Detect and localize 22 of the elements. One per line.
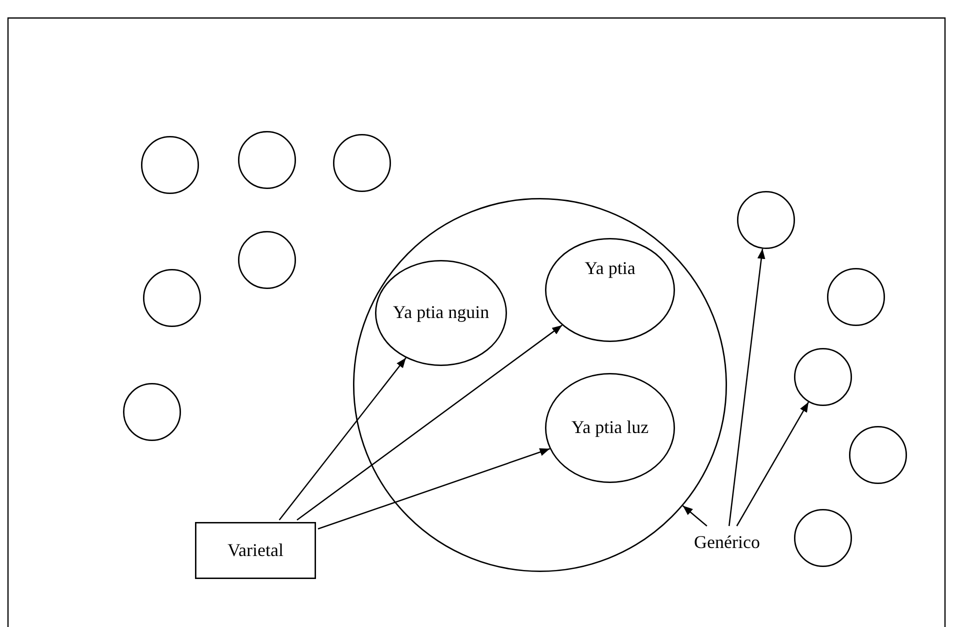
- arrow: [736, 402, 810, 526]
- empty-circle: [827, 268, 885, 326]
- arrow: [278, 358, 406, 520]
- category-label: Genérico: [672, 528, 782, 558]
- empty-circle: [141, 136, 199, 194]
- empty-circle: [143, 269, 201, 327]
- empty-circle: [737, 191, 795, 249]
- empty-circle: [849, 426, 907, 484]
- arrow: [296, 324, 562, 521]
- category-ellipse: Ya ptia luz: [545, 373, 675, 483]
- arrow: [682, 505, 708, 526]
- category-ellipse: Ya ptia: [545, 238, 675, 342]
- empty-circle: [123, 383, 181, 441]
- empty-circle: [238, 131, 296, 189]
- arrow: [318, 448, 550, 530]
- empty-circle: [333, 134, 391, 192]
- category-ellipse: Ya ptia nguin: [375, 260, 507, 366]
- empty-circle: [794, 509, 852, 567]
- empty-circle: [794, 348, 852, 406]
- empty-circle: [238, 231, 296, 289]
- label-box: Varietal: [195, 522, 316, 579]
- arrow: [728, 248, 766, 526]
